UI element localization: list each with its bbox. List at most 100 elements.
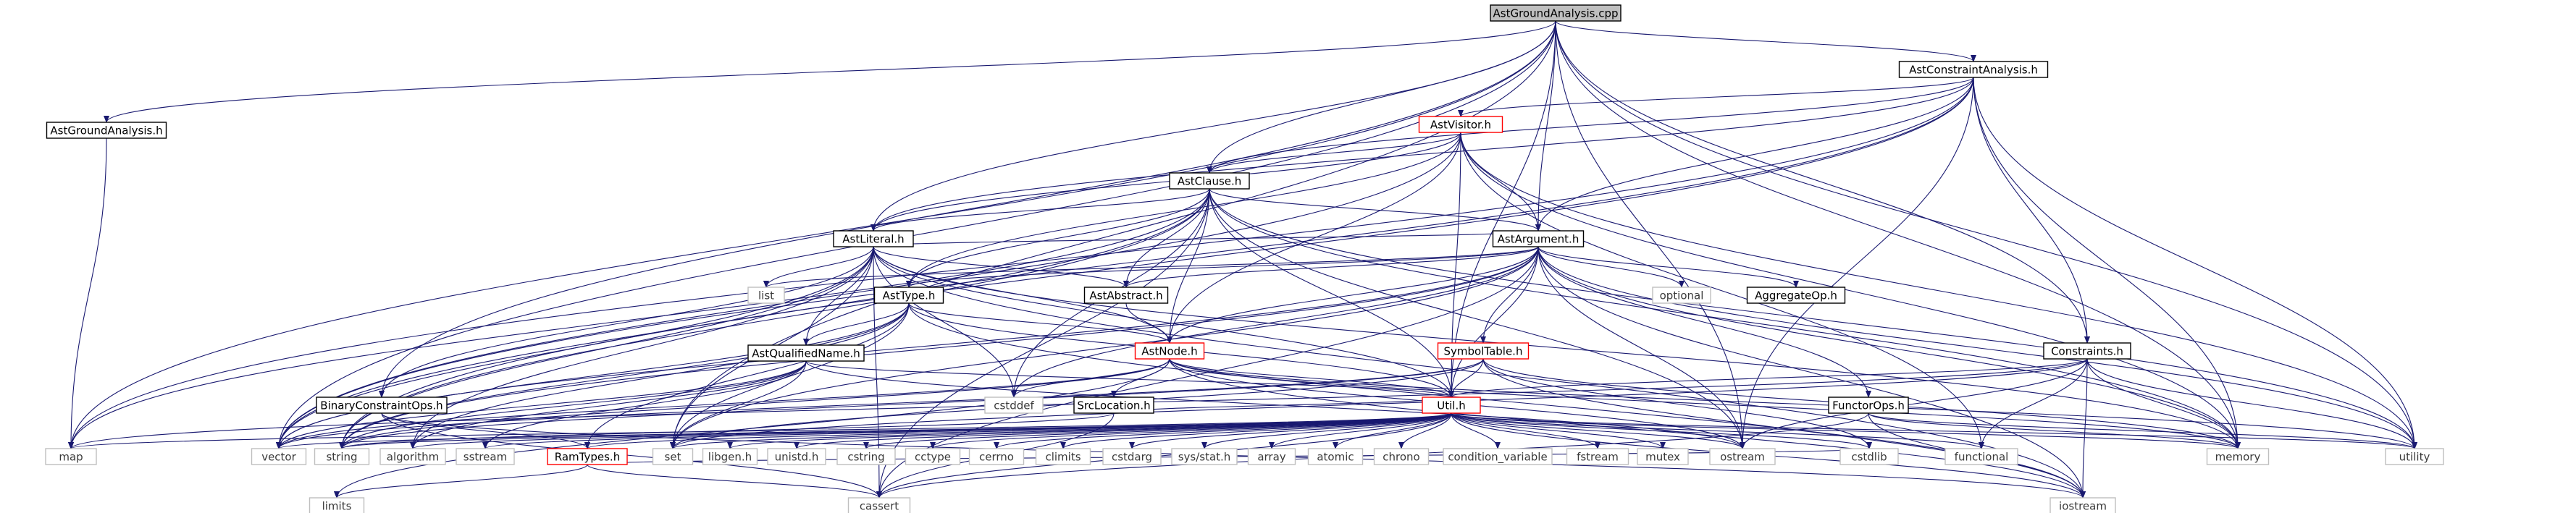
- edge-astargument-to-aggop: [1537, 246, 1799, 288]
- node-box-list: [747, 287, 785, 304]
- edge-root-to-astargument: [1535, 20, 1556, 232]
- node-mutex: mutex: [1637, 448, 1689, 465]
- node-symboltable[interactable]: SymbolTable.h: [1437, 342, 1530, 360]
- node-constraints[interactable]: Constraints.h: [2043, 342, 2131, 360]
- node-label-mutex: mutex: [1645, 451, 1680, 464]
- edge-util-to-condvar: [1451, 412, 1501, 449]
- node-chrono: chrono: [1373, 448, 1430, 465]
- edge-symboltable-to-cstdlib: [1482, 358, 1872, 449]
- node-label-libgen: libgen.h: [708, 451, 752, 464]
- node-box-string: [314, 448, 370, 465]
- edge-astvisitor-to-astclause: [1207, 132, 1461, 174]
- edge-root-to-set: [670, 20, 1556, 449]
- node-binconst[interactable]: BinaryConstraintOps.h: [316, 397, 448, 414]
- node-set: set: [652, 448, 694, 465]
- node-aca_h[interactable]: AstConstraintAnalysis.h: [1898, 61, 2049, 78]
- edge-root-to-binconst: [379, 20, 1556, 398]
- node-box-binconst: [316, 397, 448, 414]
- edge-asttype-to-set: [670, 302, 910, 449]
- node-box-aca_h: [1898, 61, 2049, 78]
- node-label-map: map: [59, 451, 83, 464]
- node-box-cstring: [836, 448, 896, 465]
- node-label-root: AstGroundAnalysis.cpp: [1493, 7, 1619, 20]
- node-label-cstddef: cstddef: [994, 399, 1034, 412]
- node-box-chrono: [1373, 448, 1430, 465]
- node-aggop[interactable]: AggregateOp.h: [1746, 287, 1846, 304]
- node-box-fstream: [1566, 448, 1629, 465]
- node-label-string: string: [326, 451, 357, 464]
- node-srcloc[interactable]: SrcLocation.h: [1073, 397, 1154, 414]
- node-box-astnode: [1134, 342, 1205, 360]
- node-util[interactable]: Util.h: [1422, 397, 1481, 414]
- node-map: map: [45, 448, 97, 465]
- node-label-astliteral: AstLiteral.h: [842, 233, 904, 246]
- edge-root-to-vector: [276, 20, 1556, 449]
- node-box-mutex: [1637, 448, 1689, 465]
- node-label-asttype: AstType.h: [883, 289, 936, 302]
- node-label-astqname: AstQualifiedName.h: [752, 347, 860, 360]
- edge-asttype-to-string: [339, 302, 910, 449]
- edge-astliteral-to-vector: [276, 246, 874, 449]
- node-astliteral[interactable]: AstLiteral.h: [833, 230, 914, 247]
- edge-asttype-to-vector: [276, 302, 910, 449]
- node-astabstract[interactable]: AstAbstract.h: [1083, 287, 1169, 304]
- node-label-iostream: iostream: [2059, 500, 2107, 513]
- edge-aca_h-to-memory: [1973, 77, 2241, 449]
- edge-constraints-to-set: [670, 358, 2088, 449]
- edge-astargument-to-optional: [1537, 246, 1685, 288]
- edge-astclause-to-util: [1209, 188, 1454, 398]
- edge-asttype-to-astnode: [908, 302, 1172, 344]
- node-astvisitor[interactable]: AstVisitor.h: [1418, 116, 1503, 133]
- edge-astargument-to-functorops: [1537, 246, 1871, 398]
- node-label-climits: climits: [1045, 451, 1081, 464]
- node-label-astclause: AstClause.h: [1178, 175, 1242, 188]
- node-astqname[interactable]: AstQualifiedName.h: [747, 344, 865, 362]
- node-box-astabstract: [1083, 287, 1169, 304]
- edge-aca_h-to-string: [339, 77, 1974, 449]
- node-box-condvar: [1443, 448, 1553, 465]
- node-astargument[interactable]: AstArgument.h: [1492, 230, 1585, 247]
- edge-binconst-to-cassert: [381, 412, 882, 499]
- node-label-cstring: cstring: [847, 451, 884, 464]
- node-asttype[interactable]: AstType.h: [873, 287, 944, 304]
- node-cstddef: cstddef: [984, 397, 1044, 414]
- edge-aca_h-to-map: [68, 77, 1974, 449]
- edge-util-to-mutex: [1451, 412, 1666, 449]
- node-libgen: libgen.h: [702, 448, 758, 465]
- node-string: string: [314, 448, 370, 465]
- node-box-astargument: [1492, 230, 1585, 247]
- edge-aga_h-to-map: [68, 137, 107, 449]
- edge-astclause-to-map: [68, 188, 1210, 449]
- node-box-set: [652, 448, 694, 465]
- edge-astqname-to-sstream: [482, 360, 807, 449]
- include-edges: [68, 20, 2417, 499]
- node-box-map: [45, 448, 97, 465]
- edge-astvisitor-to-functional: [1460, 132, 1984, 449]
- edge-astliteral-to-astargument: [873, 230, 1541, 247]
- node-root[interactable]: AstGroundAnalysis.cpp: [1490, 4, 1621, 22]
- node-astclause[interactable]: AstClause.h: [1169, 172, 1250, 190]
- edge-root-to-ostream: [1555, 20, 1745, 449]
- edge-srcloc-to-string: [339, 412, 1115, 449]
- edge-functorops-to-utility: [1868, 412, 2417, 449]
- node-functorops[interactable]: FunctorOps.h: [1828, 397, 1909, 414]
- node-vector: vector: [251, 448, 307, 465]
- node-box-memory: [2206, 448, 2270, 465]
- edge-util-to-cerrno: [994, 412, 1452, 449]
- edge-constraints-to-iostream: [2080, 358, 2088, 499]
- edge-aca_h-to-vector: [276, 77, 1974, 449]
- edge-constraints-to-utility: [2086, 358, 2417, 449]
- node-astnode[interactable]: AstNode.h: [1134, 342, 1205, 360]
- node-box-sysstat: [1171, 448, 1238, 465]
- node-label-set: set: [665, 451, 681, 464]
- node-ramtypes[interactable]: RamTypes.h: [547, 448, 628, 465]
- edge-astvisitor-to-memory: [1460, 132, 2241, 449]
- edge-astnode-to-util: [1169, 358, 1454, 398]
- node-box-array: [1247, 448, 1296, 465]
- node-aga_h[interactable]: AstGroundAnalysis.h: [46, 122, 167, 139]
- edge-astargument-to-iostream: [1537, 246, 2086, 499]
- node-label-cctype: cctype: [915, 451, 951, 464]
- edge-astnode-to-vector: [276, 358, 1170, 449]
- edge-astliteral-to-list: [763, 246, 874, 288]
